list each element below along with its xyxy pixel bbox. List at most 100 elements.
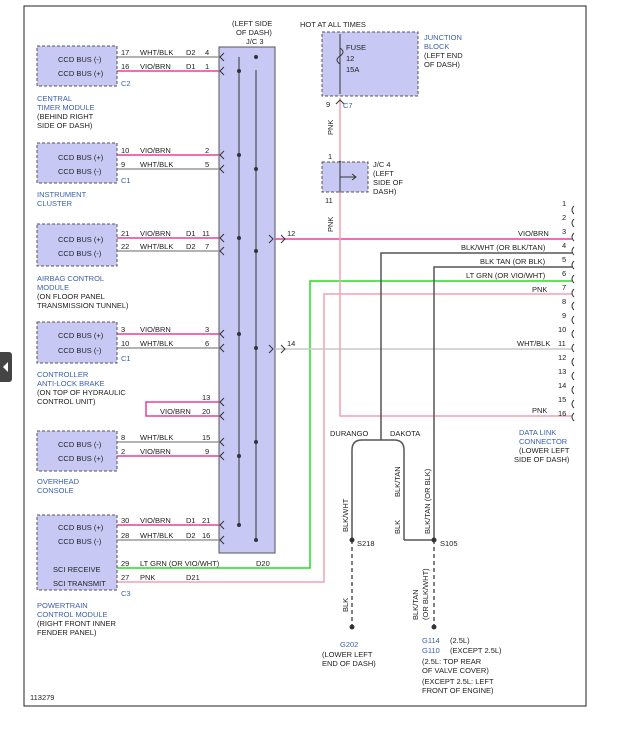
svg-text:8: 8	[562, 297, 566, 306]
svg-text:WHT/BLK: WHT/BLK	[140, 433, 173, 442]
svg-text:CCD BUS (-): CCD BUS (-)	[58, 346, 102, 355]
variant-dakota: DAKOTA	[390, 429, 420, 438]
svg-text:17: 17	[121, 48, 129, 57]
junction-block: FUSE 12 15A JUNCTION BLOCK (LEFT END OF …	[321, 31, 463, 110]
figure-number: 113279	[30, 693, 54, 702]
svg-text:9: 9	[326, 100, 330, 109]
svg-text:2: 2	[562, 213, 566, 222]
svg-text:16: 16	[202, 531, 210, 540]
svg-text:(EXCEPT 2.5L: LEFT: (EXCEPT 2.5L: LEFT	[422, 677, 494, 686]
svg-text:1: 1	[562, 199, 566, 208]
svg-text:CONTROLLER: CONTROLLER	[37, 370, 89, 379]
svg-text:5: 5	[205, 160, 209, 169]
svg-text:4: 4	[562, 241, 566, 250]
svg-text:SCI TRANSMIT: SCI TRANSMIT	[53, 579, 106, 588]
jc3-name: J/C 3	[246, 37, 264, 46]
svg-text:C1: C1	[121, 176, 131, 185]
svg-text:BLOCK: BLOCK	[424, 42, 449, 51]
svg-text:C1: C1	[121, 354, 131, 363]
svg-text:(LOWER LEFT: (LOWER LEFT	[519, 446, 570, 455]
svg-text:(LOWER LEFT: (LOWER LEFT	[322, 650, 373, 659]
variant-durango: DURANGO	[330, 429, 369, 438]
svg-text:1: 1	[328, 152, 332, 161]
svg-text:D2: D2	[186, 531, 196, 540]
svg-text:SIDE OF DASH): SIDE OF DASH)	[37, 121, 93, 130]
svg-text:30: 30	[121, 516, 129, 525]
svg-text:VIO/BRN: VIO/BRN	[518, 229, 549, 238]
svg-text:15A: 15A	[346, 65, 359, 74]
svg-text:(BEHIND RIGHT: (BEHIND RIGHT	[37, 112, 94, 121]
jc3-title-1: (LEFT SIDE	[232, 19, 272, 28]
jc3-title-2: OF DASH)	[236, 28, 272, 37]
svg-text:(RIGHT FRONT INNER: (RIGHT FRONT INNER	[37, 619, 116, 628]
svg-text:END OF DASH): END OF DASH)	[322, 659, 376, 668]
svg-text:20: 20	[202, 407, 210, 416]
dlc-splice-pin-12: 12	[287, 229, 295, 238]
svg-text:D20: D20	[256, 559, 270, 568]
svg-text:WHT/BLK: WHT/BLK	[140, 160, 173, 169]
svg-text:AIRBAG CONTROL: AIRBAG CONTROL	[37, 274, 104, 283]
svg-text:10: 10	[121, 339, 129, 348]
svg-text:2: 2	[205, 146, 209, 155]
dlc-splice-pin-14: 14	[287, 339, 295, 348]
svg-text:VIO/BRN: VIO/BRN	[140, 447, 171, 456]
svg-text:21: 21	[121, 229, 129, 238]
svg-text:22: 22	[121, 242, 129, 251]
svg-text:BLK/TAN: BLK/TAN	[411, 589, 420, 620]
svg-text:9: 9	[121, 160, 125, 169]
svg-text:11: 11	[558, 339, 566, 348]
svg-text:16: 16	[121, 62, 129, 71]
svg-text:WHT/BLK: WHT/BLK	[140, 242, 173, 251]
svg-text:CCD BUS (+): CCD BUS (+)	[58, 153, 104, 162]
svg-text:6: 6	[562, 269, 566, 278]
wires	[117, 56, 572, 625]
svg-text:CCD BUS (+): CCD BUS (+)	[58, 69, 104, 78]
svg-text:7: 7	[205, 242, 209, 251]
svg-text:D2: D2	[186, 242, 196, 251]
svg-text:DATA LINK: DATA LINK	[519, 428, 556, 437]
svg-text:CLUSTER: CLUSTER	[37, 199, 73, 208]
svg-text:VIO/BRN: VIO/BRN	[140, 516, 171, 525]
svg-text:(2.5L: TOP REAR: (2.5L: TOP REAR	[422, 657, 482, 666]
svg-text:PNK: PNK	[532, 406, 547, 415]
svg-text:G202: G202	[340, 640, 358, 649]
svg-text:4: 4	[205, 48, 209, 57]
svg-text:14: 14	[558, 381, 566, 390]
jc3-block	[218, 46, 276, 554]
svg-text:CCD BUS (-): CCD BUS (-)	[58, 440, 102, 449]
svg-text:POWERTRAIN: POWERTRAIN	[37, 601, 88, 610]
svg-text:11: 11	[325, 196, 333, 205]
svg-text:J/C 4: J/C 4	[373, 160, 391, 169]
svg-text:FRONT OF ENGINE): FRONT OF ENGINE)	[422, 686, 494, 695]
svg-text:D2: D2	[186, 48, 196, 57]
fuse-wire-label: PNK	[326, 120, 335, 135]
svg-text:SCI RECEIVE: SCI RECEIVE	[53, 565, 101, 574]
svg-text:OF VALVE COVER): OF VALVE COVER)	[422, 666, 489, 675]
svg-text:WHT/BLK: WHT/BLK	[140, 531, 173, 540]
svg-text:S105: S105	[440, 539, 458, 548]
svg-text:DASH): DASH)	[373, 187, 397, 196]
svg-text:VIO/BRN: VIO/BRN	[140, 62, 171, 71]
hot-at-all-times-label: HOT AT ALL TIMES	[300, 20, 366, 29]
svg-text:G114: G114	[422, 636, 440, 645]
fuse-icon	[336, 47, 344, 65]
svg-text:WHT/BLK: WHT/BLK	[140, 48, 173, 57]
svg-text:BLK/TAN (OR BLK): BLK/TAN (OR BLK)	[423, 468, 432, 534]
svg-text:CCD BUS (-): CCD BUS (-)	[58, 537, 102, 546]
svg-text:TRANSMISSION TUNNEL): TRANSMISSION TUNNEL)	[37, 301, 129, 310]
svg-text:12: 12	[558, 353, 566, 362]
svg-text:10: 10	[558, 325, 566, 334]
svg-text:BLK TAN (OR BLK): BLK TAN (OR BLK)	[480, 257, 546, 266]
svg-text:CCD BUS (+): CCD BUS (+)	[58, 235, 104, 244]
svg-text:D1: D1	[186, 229, 196, 238]
svg-text:(LEFT: (LEFT	[373, 169, 394, 178]
svg-text:10: 10	[121, 146, 129, 155]
svg-text:CCD BUS (+): CCD BUS (+)	[58, 523, 104, 532]
controller-anti-lock-brake: CCD BUS (+) CCD BUS (-) 3 10 VIO/BRN WHT…	[36, 321, 173, 406]
svg-text:11: 11	[202, 229, 210, 238]
chevron-left-icon[interactable]	[0, 352, 12, 382]
svg-text:PNK: PNK	[140, 573, 155, 582]
connector-marks	[219, 52, 437, 630]
svg-text:OF DASH): OF DASH)	[424, 60, 460, 69]
svg-text:BLK: BLK	[393, 520, 402, 534]
